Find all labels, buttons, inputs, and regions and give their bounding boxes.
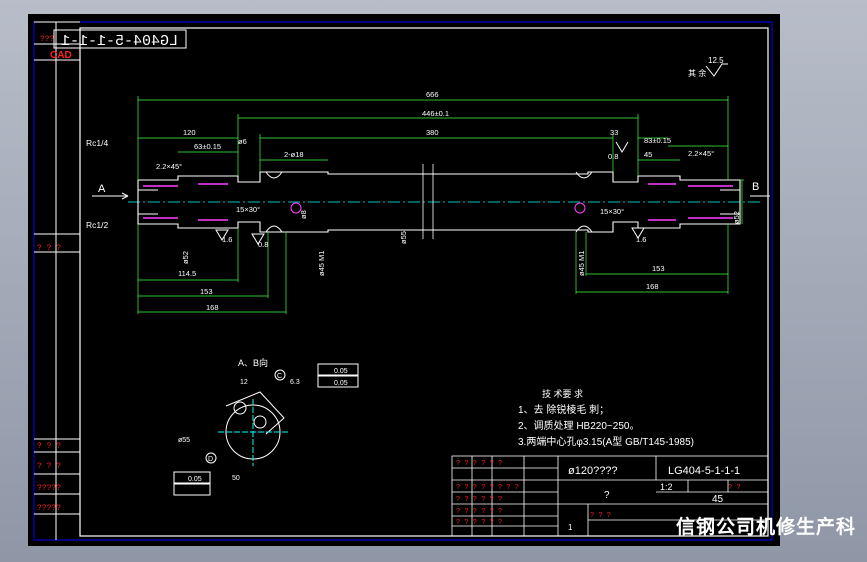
drawing-no-mirrored: LG404-5-1-1-1 — [61, 33, 178, 50]
cad-label: CAD — [50, 50, 72, 61]
dim-dia52-right: ø52 — [732, 211, 741, 224]
dim-114: 114.5 — [178, 269, 196, 278]
title-block — [451, 455, 769, 537]
tb-material-dia: ø120???? — [568, 465, 618, 477]
drawing-svg: ??? ? ? ? ? ? ? ? ? ? ????? ????? CAD LG… — [33, 21, 773, 541]
svg-text:?????: ????? — [37, 484, 61, 493]
dim-overall: 666 — [426, 90, 439, 99]
dim-dia52-left: ø52 — [181, 251, 190, 264]
outer-border — [33, 21, 773, 541]
dim-45: 45 — [644, 150, 652, 159]
svg-text:? ? ?: ? ? ? — [37, 462, 61, 471]
dim-120: 120 — [183, 128, 196, 137]
dim-rc14: Rc1/4 — [86, 138, 108, 148]
ab-dim-12: 12 — [240, 379, 248, 386]
dim-chamfer-left: 2.2×45° — [156, 162, 182, 171]
ab-mark-c: C — [277, 373, 282, 380]
shaft-drawing — [128, 164, 763, 239]
tb-q: ? — [604, 490, 610, 501]
ab-mark-d: D — [208, 456, 213, 463]
dim-33: 33 — [610, 128, 618, 137]
dim-83: 83±0.15 — [644, 136, 671, 145]
dim-15x30-left: 15×30° — [236, 205, 260, 214]
dim-phi6: ø6 — [238, 137, 247, 146]
dim-168-right: 168 — [646, 282, 659, 291]
watermark-text: 信钢公司机修生产科 — [676, 516, 857, 538]
dim-63: 63±0.15 — [194, 142, 221, 151]
tech-line1: 1、去 除锐棱毛 刺； — [518, 403, 609, 416]
dim-rc12: Rc1/2 — [86, 220, 108, 230]
dim-m1-right: ø45 M1 — [577, 251, 586, 276]
svg-text:? ? ? ? ? ?: ? ? ? ? ? ? — [456, 519, 502, 527]
dim-446: 446±0.1 — [422, 109, 449, 118]
dim-2x18: 2-ø18 — [284, 150, 304, 159]
tech-line2: 2、调质处理 HB220~250。 — [518, 420, 639, 432]
tech-requirements: 技 术要 求 1、去 除锐棱毛 刺； 2、调质处理 HB220~250。 3.两… — [518, 388, 694, 448]
svg-text:? ? ?: ? ? ? — [590, 512, 611, 520]
svg-text:?????: ????? — [37, 504, 61, 513]
svg-text:? ? ? ? ? ?: ? ? ? ? ? ? — [456, 508, 502, 516]
ab-r63: 6.3 — [290, 379, 300, 386]
view-arrow-b: B — [752, 181, 759, 193]
ab-tol-1: 0.05 — [334, 368, 348, 375]
svg-text:? ? ? ? ? ?: ? ? ? ? ? ? — [456, 496, 502, 504]
dim-dia55: ø55 — [399, 231, 408, 244]
dim-r16-left: 1.6 — [222, 235, 232, 244]
ab-tol-2: 0.05 — [334, 380, 348, 387]
roughness-other-value: 12.5 — [708, 56, 724, 65]
ab-view: A、B向 12 ø55 50 0.05 0.05 0.05 6.3 C — [173, 357, 359, 496]
roughness-other-label: 其 余 — [688, 68, 706, 78]
dim-153-left: 153 — [200, 287, 213, 296]
ab-tol-3: 0.05 — [188, 476, 202, 483]
svg-text:? ? ?: ? ? ? — [37, 442, 61, 451]
drawing-no-box — [53, 29, 187, 49]
dim-15x30-right: 15×30° — [600, 207, 624, 216]
inner-border — [79, 27, 769, 537]
dim-r08-left: 0.8 — [258, 240, 268, 249]
dimension-lines — [137, 96, 744, 314]
dim-380: 380 — [426, 128, 439, 137]
svg-text:? ? ?: ? ? ? — [37, 244, 61, 253]
tb-scale: 1:2 — [660, 482, 673, 492]
dim-153-right: 153 — [652, 264, 665, 273]
tech-line3: 3.两端中心孔φ3.15(A型 GB/T145-1985) — [518, 435, 694, 448]
svg-text:? ? ? ? ? ? ? ?: ? ? ? ? ? ? ? ? — [456, 484, 519, 492]
tb-material: 45 — [712, 494, 724, 505]
dim-dia8: ø8 — [299, 210, 308, 219]
dim-m1-left: ø45 M1 — [317, 251, 326, 276]
left-strip: ??? ? ? ? ? ? ? ? ? ? ????? ????? — [34, 22, 80, 540]
dim-r08-right: 0.8 — [608, 152, 618, 161]
ab-dim-50: 50 — [232, 475, 240, 482]
dim-chamfer-right: 2.2×45° — [688, 149, 714, 158]
ab-view-title: A、B向 — [238, 357, 268, 368]
ab-dim-55: ø55 — [178, 437, 190, 444]
view-arrow-a: A — [98, 183, 106, 195]
svg-text:? ? ? ? ? ?: ? ? ? ? ? ? — [456, 460, 502, 468]
svg-text:???: ??? — [40, 35, 55, 44]
tech-heading: 技 术要 求 — [542, 388, 583, 399]
tb-sheet: 1 — [568, 523, 573, 532]
svg-text:? ?: ? ? — [728, 484, 741, 492]
dim-r16-right: 1.6 — [636, 235, 646, 244]
dim-168-left: 168 — [206, 303, 219, 312]
tb-drawing-no: LG404-5-1-1-1 — [668, 465, 740, 477]
drawing-canvas[interactable]: ??? ? ? ? ? ? ? ? ? ? ????? ????? CAD LG… — [28, 14, 780, 546]
